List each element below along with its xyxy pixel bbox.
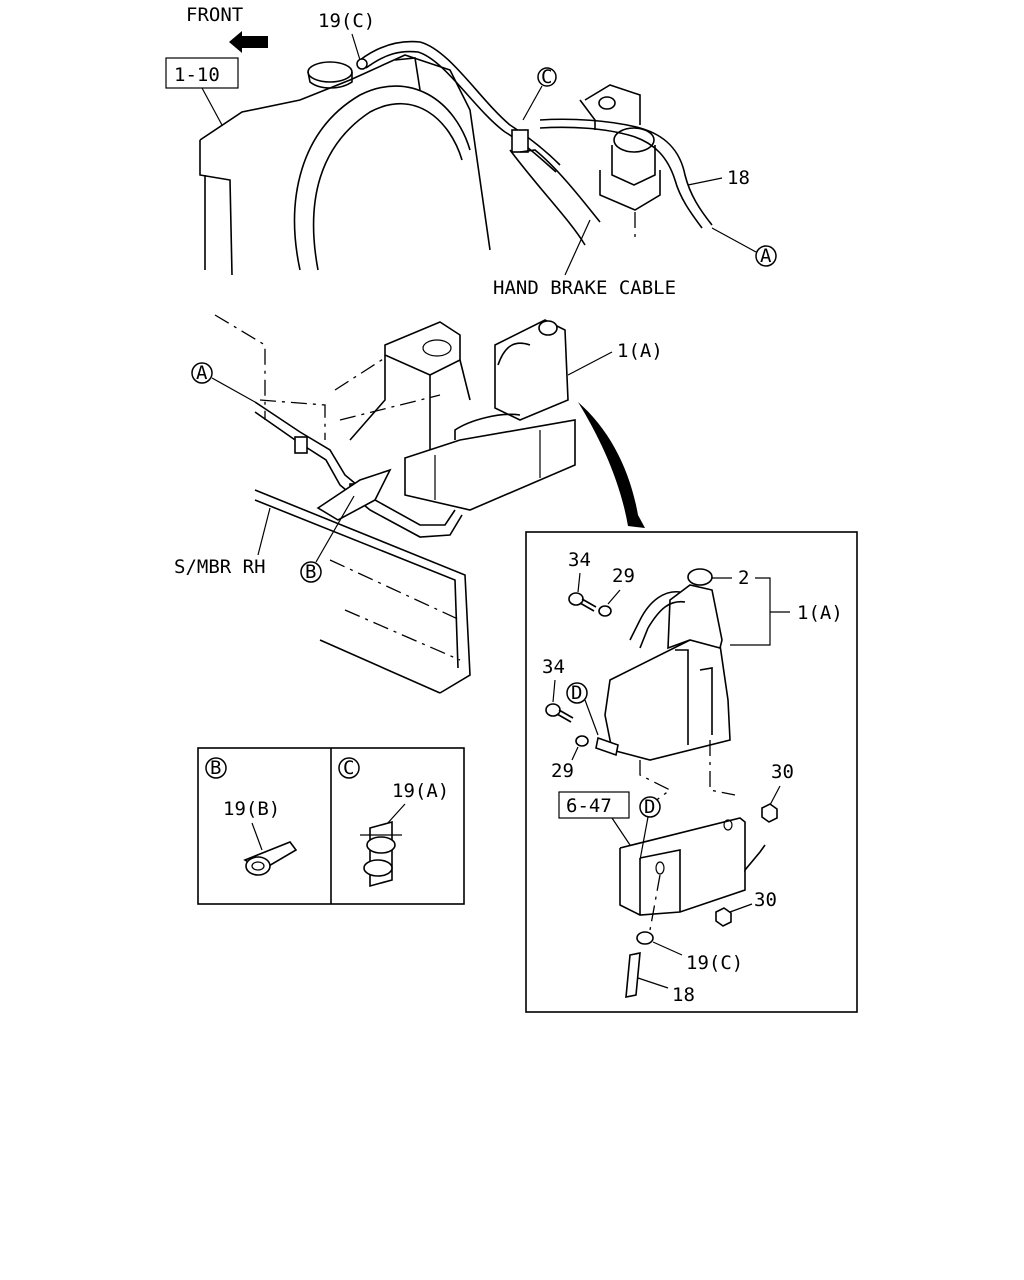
marker-a-mid — [191, 362, 213, 384]
svg-text:B: B — [210, 757, 221, 779]
nut-30-top-icon — [761, 803, 778, 823]
reserve-tank-cap-detail — [687, 568, 713, 586]
reserve-tank-mid-cap — [538, 320, 558, 336]
part-34-top-label: 34 — [568, 549, 591, 571]
washer-29-top-icon — [598, 605, 612, 617]
marker-a-top — [755, 245, 777, 267]
part-19c-top-label: 19(C) — [318, 10, 375, 32]
bracket-1a — [730, 577, 771, 646]
marker-c-detail — [338, 757, 360, 779]
clip-19b-mid — [294, 436, 308, 454]
hand-brake-leader — [564, 219, 591, 276]
detail-pointer-arrow-icon — [578, 402, 645, 528]
ref-box-6-47 — [558, 791, 630, 819]
frame-and-tank-assembly: 1(A) A S/MBR RH B — [174, 314, 663, 694]
part-29-top-label: 29 — [612, 565, 635, 587]
frame-gusset — [316, 468, 392, 521]
part-30-bottom-label: 30 — [754, 889, 777, 911]
marker-b-mid — [300, 561, 322, 583]
detail-box-tank-frame — [525, 531, 858, 1013]
clip-19a-icon — [360, 820, 402, 888]
part-19c-detail-label: 19(C) — [686, 952, 743, 974]
mounting-bracket — [619, 817, 766, 916]
s-mbr-rh-label: S/MBR RH — [174, 556, 266, 578]
svg-text:A: A — [196, 362, 208, 384]
part-34-bottom-label: 34 — [542, 656, 565, 678]
tank-bracket-mid — [404, 419, 576, 511]
radiator-assembly: FRONT 1-10 C HAND BRAKE CABLE — [165, 4, 777, 299]
detail-box-tank: 2 1(A) 34 29 34 D 29 — [525, 531, 858, 1013]
hand-brake-cable-label: HAND BRAKE CABLE — [493, 277, 676, 299]
part-18-detail-label: 18 — [672, 984, 695, 1006]
tank-outlet-nipple — [595, 736, 619, 757]
part-19b-label: 19(B) — [223, 798, 280, 820]
ref-1-10-label: 1-10 — [174, 64, 220, 86]
part-18-top-label: 18 — [727, 167, 750, 189]
clip-19c-detail-icon — [636, 931, 654, 945]
bolt-34-bottom-icon — [545, 703, 574, 723]
marker-d-bracket — [639, 796, 661, 818]
svg-text:D: D — [644, 796, 655, 818]
svg-text:C: C — [541, 66, 552, 88]
detail-box-bc: B 19(B) C 19(A) — [197, 747, 465, 905]
clip-19b-icon — [243, 841, 298, 876]
washer-29-bottom-icon — [575, 735, 589, 747]
svg-text:D: D — [571, 682, 582, 704]
part-30-top-label: 30 — [771, 761, 794, 783]
upper-tank-cap — [613, 127, 655, 153]
radiator-cap — [307, 61, 353, 83]
svg-text:C: C — [343, 757, 354, 779]
svg-text:A: A — [760, 245, 772, 267]
nut-30-bottom-icon — [715, 907, 732, 927]
marker-d-tank — [566, 682, 588, 704]
ref-6-47-label: 6-47 — [566, 795, 612, 817]
part-19a-label: 19(A) — [392, 780, 449, 802]
part-1a-top-label: 1(A) — [617, 340, 663, 362]
marker-c — [537, 67, 557, 87]
hose-18-detail-icon — [625, 952, 641, 998]
clip-19a — [511, 129, 529, 153]
bolt-34-top-icon — [568, 592, 597, 612]
part-1a-detail-label: 1(A) — [797, 602, 843, 624]
front-arrow-icon — [229, 31, 268, 53]
marker-b-detail — [205, 757, 227, 779]
reserve-tank-mid — [494, 319, 569, 421]
part-29-bottom-label: 29 — [551, 760, 574, 782]
svg-text:B: B — [305, 561, 316, 583]
front-label: FRONT — [186, 4, 243, 26]
part-2-label: 2 — [738, 567, 749, 589]
